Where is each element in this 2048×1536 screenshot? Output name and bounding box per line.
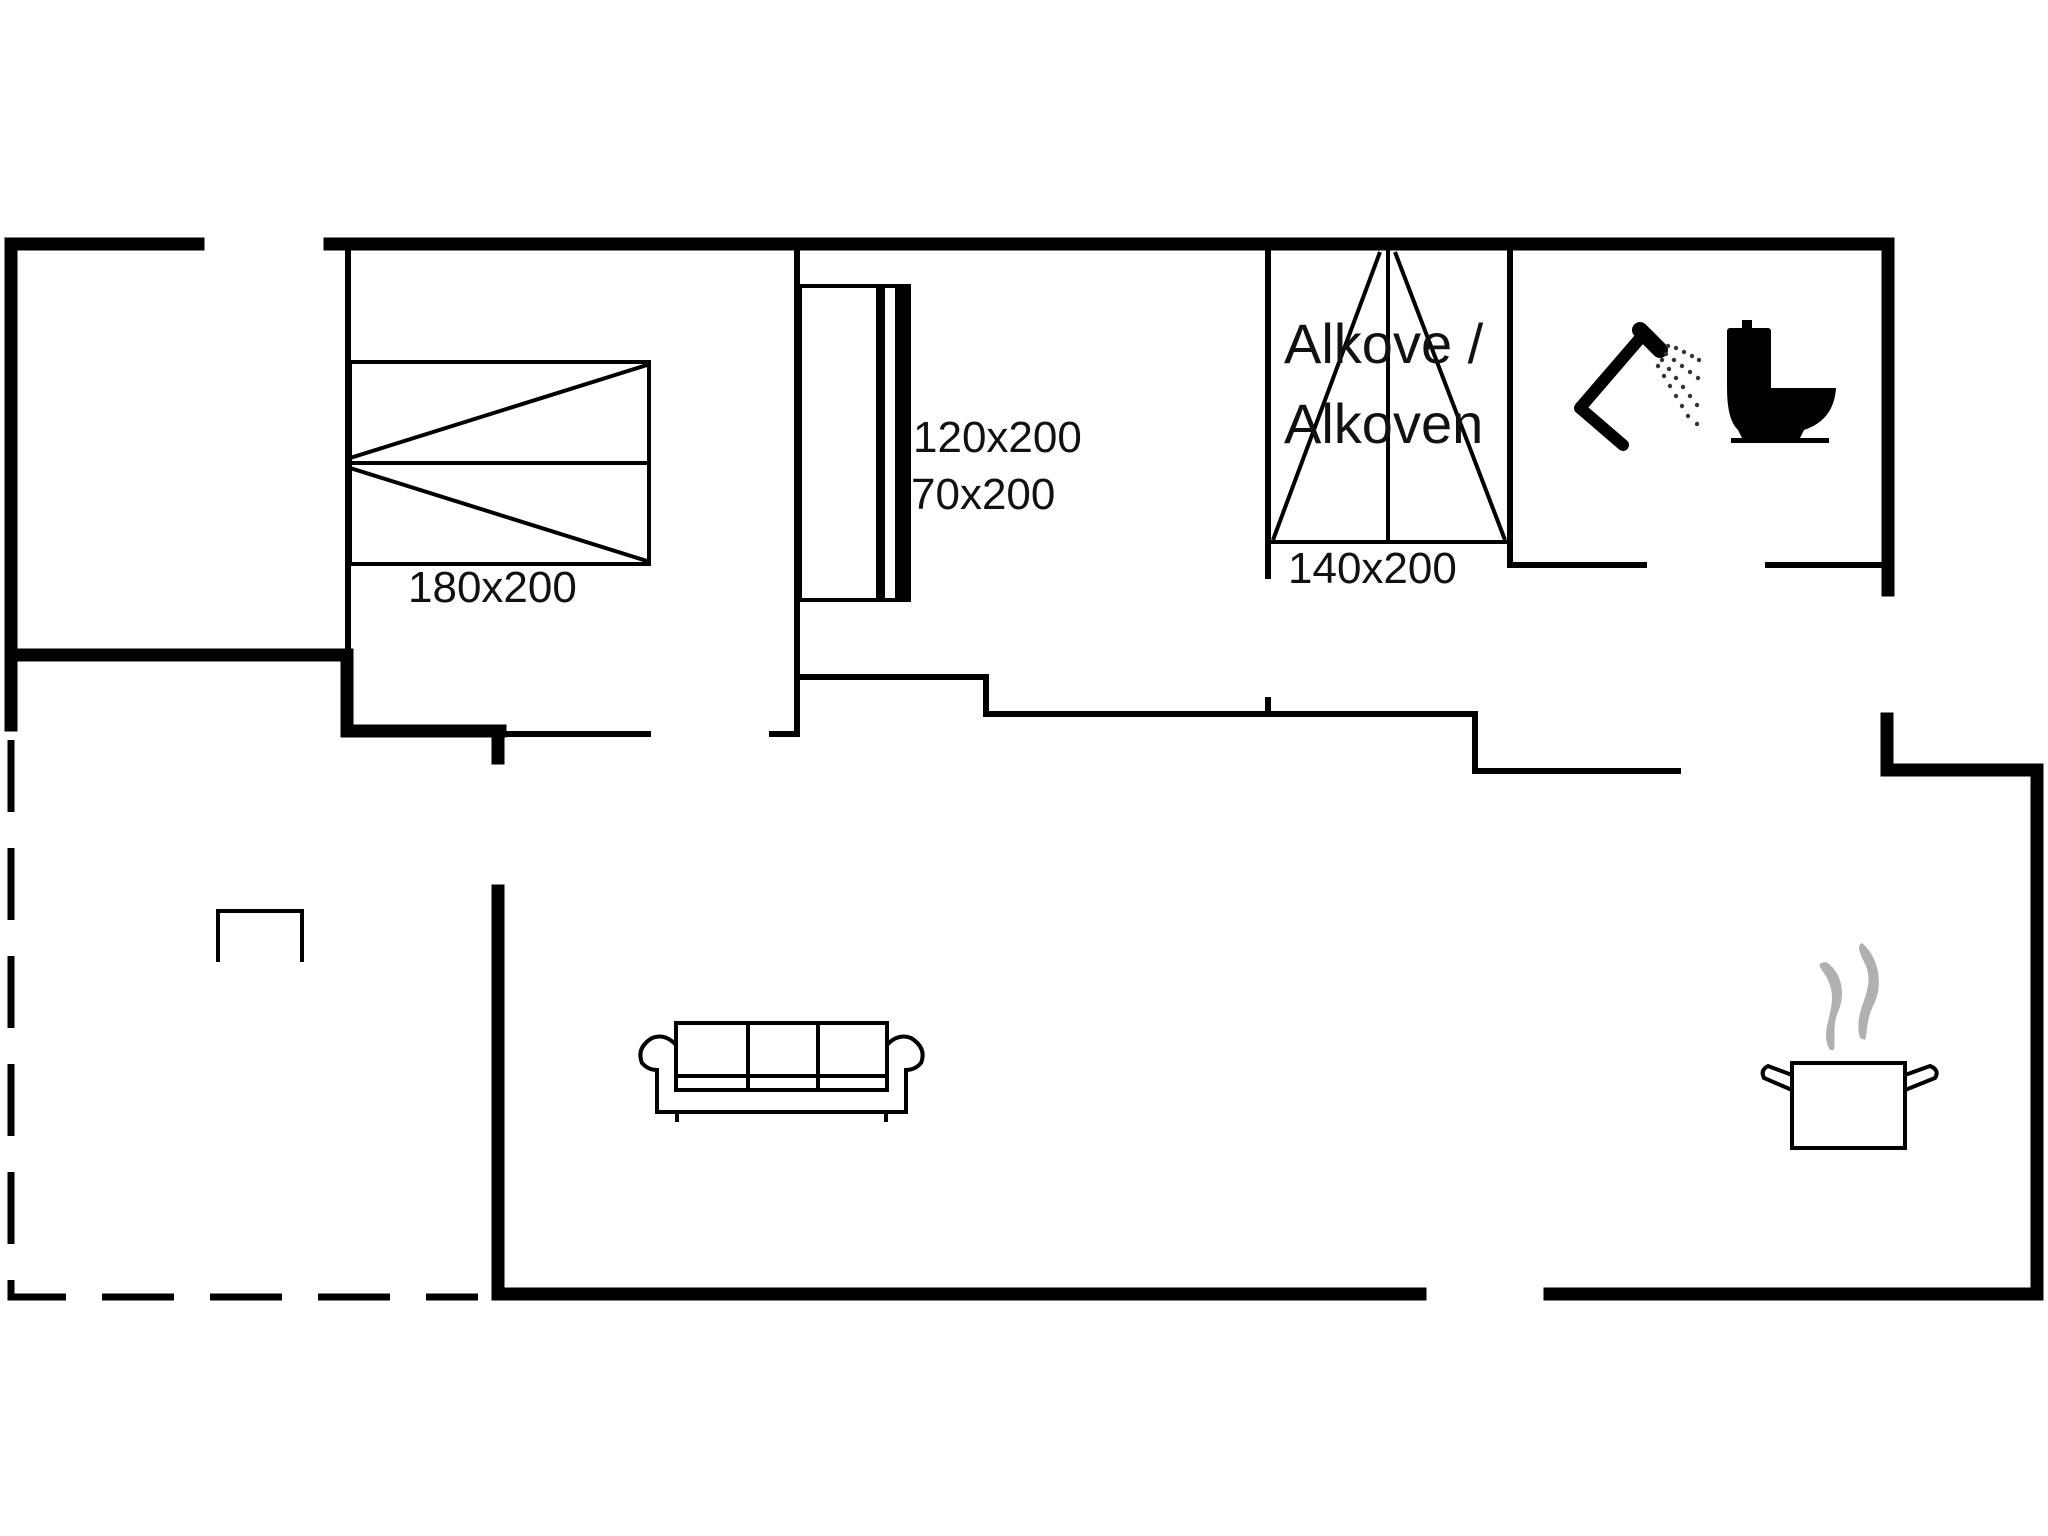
cooking-pot-icon (1760, 943, 1939, 1150)
wall-storage-bottom (4, 648, 507, 738)
wall-living-bottom (491, 884, 1427, 1301)
toilet-icon (1727, 320, 1836, 443)
bedroom-1: 180x200 (348, 360, 651, 612)
steam-icon (1819, 962, 1842, 1050)
alcove-title-line-2: Alkoven (1284, 392, 1483, 455)
table-icon (216, 909, 304, 962)
wall-step (797, 674, 1681, 774)
wall-top-left (4, 237, 205, 732)
terrace (7, 740, 478, 1301)
bunk-bed-icon (798, 284, 911, 602)
kitchen (1760, 943, 1939, 1150)
shower-icon (1574, 322, 1702, 451)
bunk-upper-size-label: 120x200 (913, 413, 1082, 462)
bathroom (1574, 320, 1836, 451)
walls (4, 237, 2044, 1301)
alcove-title-line-1: Alkove / (1284, 312, 1484, 375)
alcove: Alkove / Alkoven 140x200 (1271, 250, 1508, 593)
sofa-icon (638, 1021, 925, 1122)
wall-kitchen-right (1543, 712, 2044, 1301)
bed-size-label: 180x200 (408, 563, 577, 612)
alcove-bed-size-label: 140x200 (1288, 544, 1457, 593)
bedroom-2: 120x200 70x200 (798, 284, 1082, 602)
bunk-lower-size-label: 70x200 (911, 470, 1055, 519)
alcove-bed-icon (1271, 250, 1508, 544)
terrace-border (7, 740, 478, 1301)
double-bed-icon (348, 360, 651, 566)
living-room (638, 1021, 925, 1122)
